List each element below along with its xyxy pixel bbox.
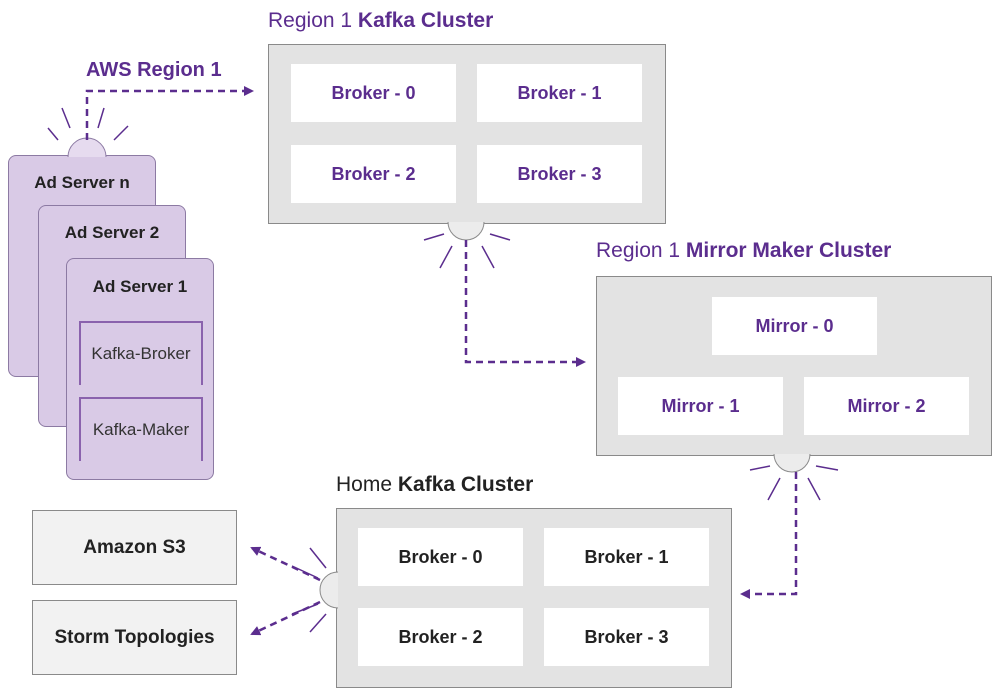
region1-broker-3: Broker - 3 [477, 145, 642, 203]
home-broker-1: Broker - 1 [544, 528, 709, 586]
mirror-maker-title: Region 1 Mirror Maker Cluster [596, 240, 891, 261]
aws-region-label-text: AWS Region 1 [86, 59, 222, 81]
arrow-region1-to-mirror [464, 240, 586, 367]
home-kafka-cluster: Broker - 0 Broker - 1 Broker - 2 Broker … [336, 508, 732, 688]
arrow-ad-to-region1 [85, 86, 254, 140]
region1-kafka-cluster: Broker - 0 Broker - 1 Broker - 2 Broker … [268, 44, 666, 224]
kafka-broker-box: Kafka-Broker [79, 321, 203, 385]
mirror-maker-bump [773, 453, 811, 473]
home-kafka-title-main: Kafka Cluster [397, 473, 534, 496]
aws-region-label: AWS Region 1 [86, 60, 222, 80]
home-kafka-title-prefix: Home [336, 473, 398, 496]
mirror-maker-title-prefix: Region 1 [596, 239, 686, 262]
mirror-0: Mirror - 0 [712, 297, 877, 355]
mirror-1: Mirror - 1 [618, 377, 783, 435]
region1-kafka-title-prefix: Region 1 [268, 9, 358, 32]
ad-server-card-1-title: Ad Server 1 [92, 277, 188, 296]
storm-topologies-box: Storm Topologies [32, 600, 237, 675]
mirror-2: Mirror - 2 [804, 377, 969, 435]
region1-kafka-rays [423, 233, 511, 269]
home-kafka-bump [319, 571, 339, 609]
arrow-mirror-to-home [740, 472, 798, 599]
ad-server-card-n-title: Ad Server n [34, 173, 130, 192]
region1-kafka-title: Region 1 Kafka Cluster [268, 10, 493, 31]
home-kafka-title: Home Kafka Cluster [336, 474, 533, 495]
amazon-s3-box: Amazon S3 [32, 510, 237, 585]
mirror-maker-rays [749, 465, 839, 501]
mirror-maker-title-main: Mirror Maker Cluster [685, 239, 892, 262]
ad-server-rays [47, 107, 129, 141]
region1-kafka-bump [447, 221, 485, 241]
home-broker-2: Broker - 2 [358, 608, 523, 666]
region1-broker-1: Broker - 1 [477, 64, 642, 122]
home-broker-0: Broker - 0 [358, 528, 523, 586]
home-broker-3: Broker - 3 [544, 608, 709, 666]
region1-broker-2: Broker - 2 [291, 145, 456, 203]
arrow-home-to-storm [250, 600, 321, 636]
region1-kafka-title-main: Kafka Cluster [357, 9, 494, 32]
arrow-home-to-s3 [250, 546, 321, 582]
region1-broker-0: Broker - 0 [291, 64, 456, 122]
mirror-maker-cluster: Mirror - 0 Mirror - 1 Mirror - 2 [596, 276, 992, 456]
ad-server-card-1: Ad Server 1 Kafka-Broker Kafka-Maker [66, 258, 214, 480]
kafka-maker-box: Kafka-Maker [79, 397, 203, 461]
ad-server-bump [67, 137, 107, 158]
ad-server-card-2-title: Ad Server 2 [64, 223, 160, 242]
